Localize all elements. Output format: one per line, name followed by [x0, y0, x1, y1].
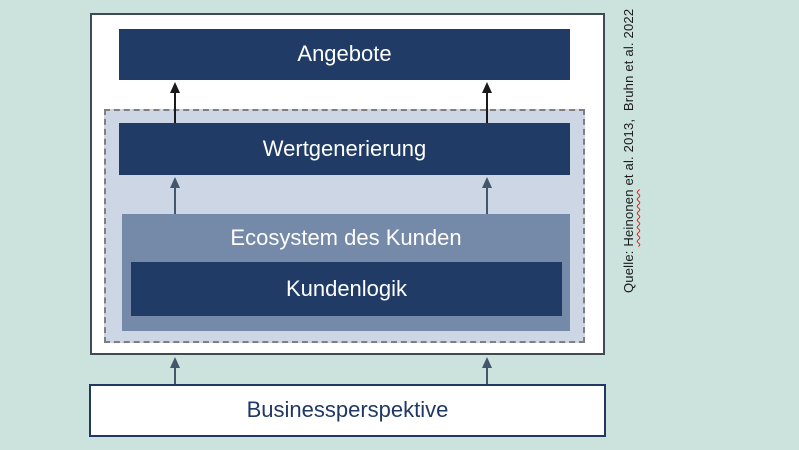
arrow-shaft — [174, 366, 176, 384]
source-citation: Quelle: Heinonen et al. 2013, Bruhn et a… — [621, 9, 636, 293]
box-angebote-label: Angebote — [297, 41, 392, 67]
box-wertgenerierung-label: Wertgenerierung — [262, 135, 427, 161]
arrow-shaft — [174, 186, 176, 214]
box-wertgenerierung: Wertgenerierung — [119, 123, 570, 175]
arrowhead-icon — [170, 82, 180, 93]
arrow-shaft — [174, 91, 176, 123]
arrowhead-icon — [170, 177, 180, 188]
arrowhead-icon — [170, 357, 180, 368]
source-citation-prefix: Quelle: — [621, 246, 636, 293]
box-ecosystem-label: Ecosystem des Kunden — [230, 225, 462, 250]
arrow-business-to-frame-right — [482, 357, 492, 384]
source-citation-suffix: et al. 2013, Bruhn et al. 2022 — [621, 8, 636, 190]
source-citation-flagged-word: Heinonen — [621, 189, 636, 247]
arrow-shaft — [486, 91, 488, 123]
arrow-wertgenerierung-to-angebote-right — [482, 82, 492, 123]
arrow-ecosystem-to-wertgenerierung-left — [170, 177, 180, 214]
arrow-ecosystem-to-wertgenerierung-right — [482, 177, 492, 214]
arrowhead-icon — [482, 82, 492, 93]
arrow-shaft — [486, 366, 488, 384]
arrowhead-icon — [482, 357, 492, 368]
box-kundenlogik: Kundenlogik — [131, 262, 562, 316]
arrow-business-to-frame-left — [170, 357, 180, 384]
arrowhead-icon — [482, 177, 492, 188]
arrow-shaft — [486, 186, 488, 214]
box-businessperspektive-label: Businessperspektive — [246, 397, 449, 423]
arrow-wertgenerierung-to-angebote-left — [170, 82, 180, 123]
box-businessperspektive: Businessperspektive — [89, 384, 606, 437]
box-kundenlogik-label: Kundenlogik — [285, 275, 408, 301]
box-angebote: Angebote — [119, 29, 570, 80]
box-ecosystem: Ecosystem des Kunden Kundenlogik — [122, 214, 570, 331]
